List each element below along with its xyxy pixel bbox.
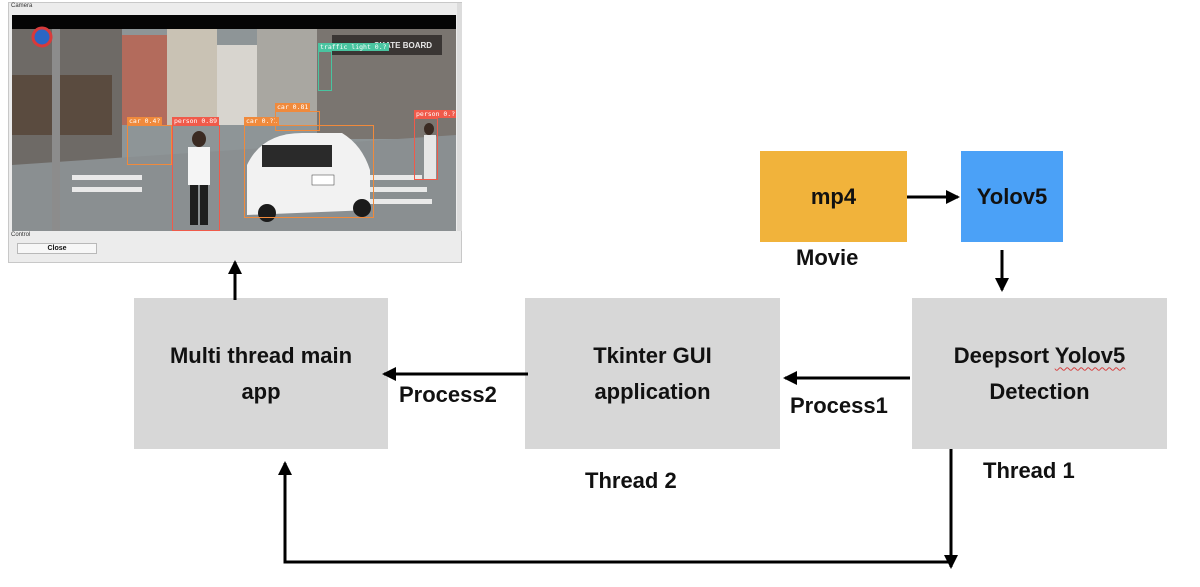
main-app-label: Multi thread main app [169, 342, 353, 404]
main-app-node: Multi thread main app [134, 298, 388, 449]
process1-label: Process1 [790, 393, 888, 418]
deepsort-prefix: Deepsort [953, 342, 1055, 368]
tkinter-node: Tkinter GUI application [525, 298, 780, 449]
detection-box-traffic-light [318, 51, 332, 91]
thread1-label: Thread 1 [983, 458, 1075, 483]
detection-label: person 0.? [414, 110, 456, 118]
arrow-bottom-return [278, 461, 951, 564]
process2-label: Process2 [399, 382, 497, 407]
camera-window: Camera SKATE BOARD [8, 2, 462, 263]
detection-label: car 0.81 [275, 103, 311, 111]
camera-video-frame: SKATE BOARD [12, 15, 456, 231]
deepsort-yolo: Yolov5 [1054, 342, 1126, 368]
thread2-label: Thread 2 [585, 468, 677, 493]
camera-scrollbar[interactable] [457, 3, 462, 231]
mp4-node: mp4 [760, 151, 907, 242]
detection-label: car 0.?1 [244, 117, 280, 125]
camera-label: Camera [11, 3, 33, 9]
detection-box-car [275, 111, 320, 131]
detection-box-person [172, 125, 220, 231]
close-button[interactable]: Close [17, 243, 97, 254]
detection-box-person [414, 118, 438, 180]
detection-label: car 0.4? [127, 117, 163, 125]
deepsort-suffix: Detection [989, 378, 1090, 404]
detection-label: traffic light 0.? [318, 43, 389, 51]
detection-box-car [127, 125, 172, 165]
tkinter-label: Tkinter GUI application [593, 342, 712, 404]
sign-text: SKATE BOARD [374, 41, 432, 50]
movie-label: Movie [796, 245, 859, 270]
control-label: Control [11, 232, 31, 238]
detection-label: person 0.89 [172, 117, 220, 125]
yolov5-node: Yolov5 [961, 151, 1063, 242]
detection-box-car [244, 125, 374, 218]
street-scene-image: SKATE BOARD [12, 15, 456, 231]
